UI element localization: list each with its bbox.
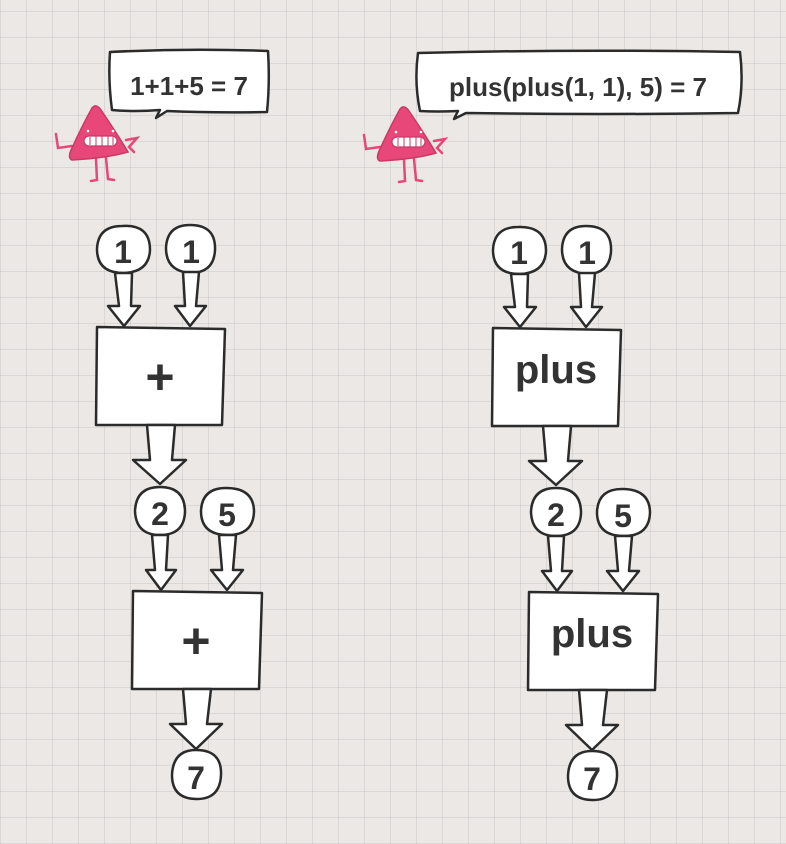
- svg-text:plus: plus: [551, 612, 633, 656]
- right-input-node-2: 1: [560, 224, 613, 276]
- right-panel: plus(plus(1, 1), 5) = 7 1 1: [362, 49, 743, 802]
- left-speech-bubble: 1+1+5 = 7: [108, 48, 271, 120]
- right-second-input-node: 5: [595, 487, 652, 538]
- svg-text:1: 1: [510, 235, 528, 271]
- left-second-input-node: 5: [199, 486, 256, 537]
- left-arrow-second-input-to-op: [209, 533, 245, 592]
- left-result-node: 7: [170, 748, 223, 801]
- left-arrow-intermediate-to-op: [144, 533, 178, 592]
- left-panel: 1+1+5 = 7 1 1: [54, 48, 271, 801]
- left-mascot-icon: [54, 105, 141, 183]
- svg-text:plus: plus: [515, 348, 597, 392]
- right-input-node-1: 1: [491, 225, 548, 276]
- left-input-node-1: 1: [95, 224, 152, 275]
- svg-text:5: 5: [614, 498, 632, 534]
- left-speech-text: 1+1+5 = 7: [130, 71, 248, 101]
- svg-text:1: 1: [578, 235, 596, 271]
- left-operator-box-top: +: [94, 325, 227, 427]
- left-intermediate-node: 2: [133, 485, 187, 537]
- left-arrow-input2-to-op: [173, 270, 208, 328]
- left-arrow-op-to-intermediate: [131, 423, 188, 486]
- left-arrow-op-to-result: [168, 687, 224, 751]
- right-arrow-op-to-result: [564, 688, 620, 752]
- left-arrow-input1-to-op: [106, 271, 142, 328]
- right-arrow-intermediate-to-op: [540, 534, 574, 593]
- svg-text:+: +: [181, 613, 210, 669]
- right-operator-box-bottom: plus: [526, 590, 660, 692]
- right-arrow-op-to-intermediate: [527, 424, 584, 487]
- svg-text:7: 7: [583, 761, 601, 797]
- right-operator-box-top: plus: [490, 326, 623, 428]
- right-result-node: 7: [566, 749, 619, 802]
- svg-text:2: 2: [151, 496, 169, 532]
- right-speech-bubble: plus(plus(1, 1), 5) = 7: [415, 49, 743, 121]
- svg-text:2: 2: [547, 497, 565, 533]
- left-input-node-2: 1: [164, 223, 217, 275]
- right-arrow-second-input-to-op: [605, 534, 641, 593]
- svg-text:1: 1: [114, 234, 132, 270]
- right-arrow-input1-to-op: [502, 272, 538, 329]
- svg-text:5: 5: [218, 497, 236, 533]
- right-mascot-icon: [362, 106, 449, 184]
- svg-text:7: 7: [187, 760, 205, 796]
- left-operator-box-bottom: +: [130, 589, 264, 691]
- right-arrow-input2-to-op: [569, 271, 604, 329]
- svg-text:1: 1: [182, 234, 200, 270]
- right-intermediate-node: 2: [529, 486, 583, 538]
- right-speech-text: plus(plus(1, 1), 5) = 7: [449, 72, 707, 102]
- svg-text:+: +: [145, 349, 174, 405]
